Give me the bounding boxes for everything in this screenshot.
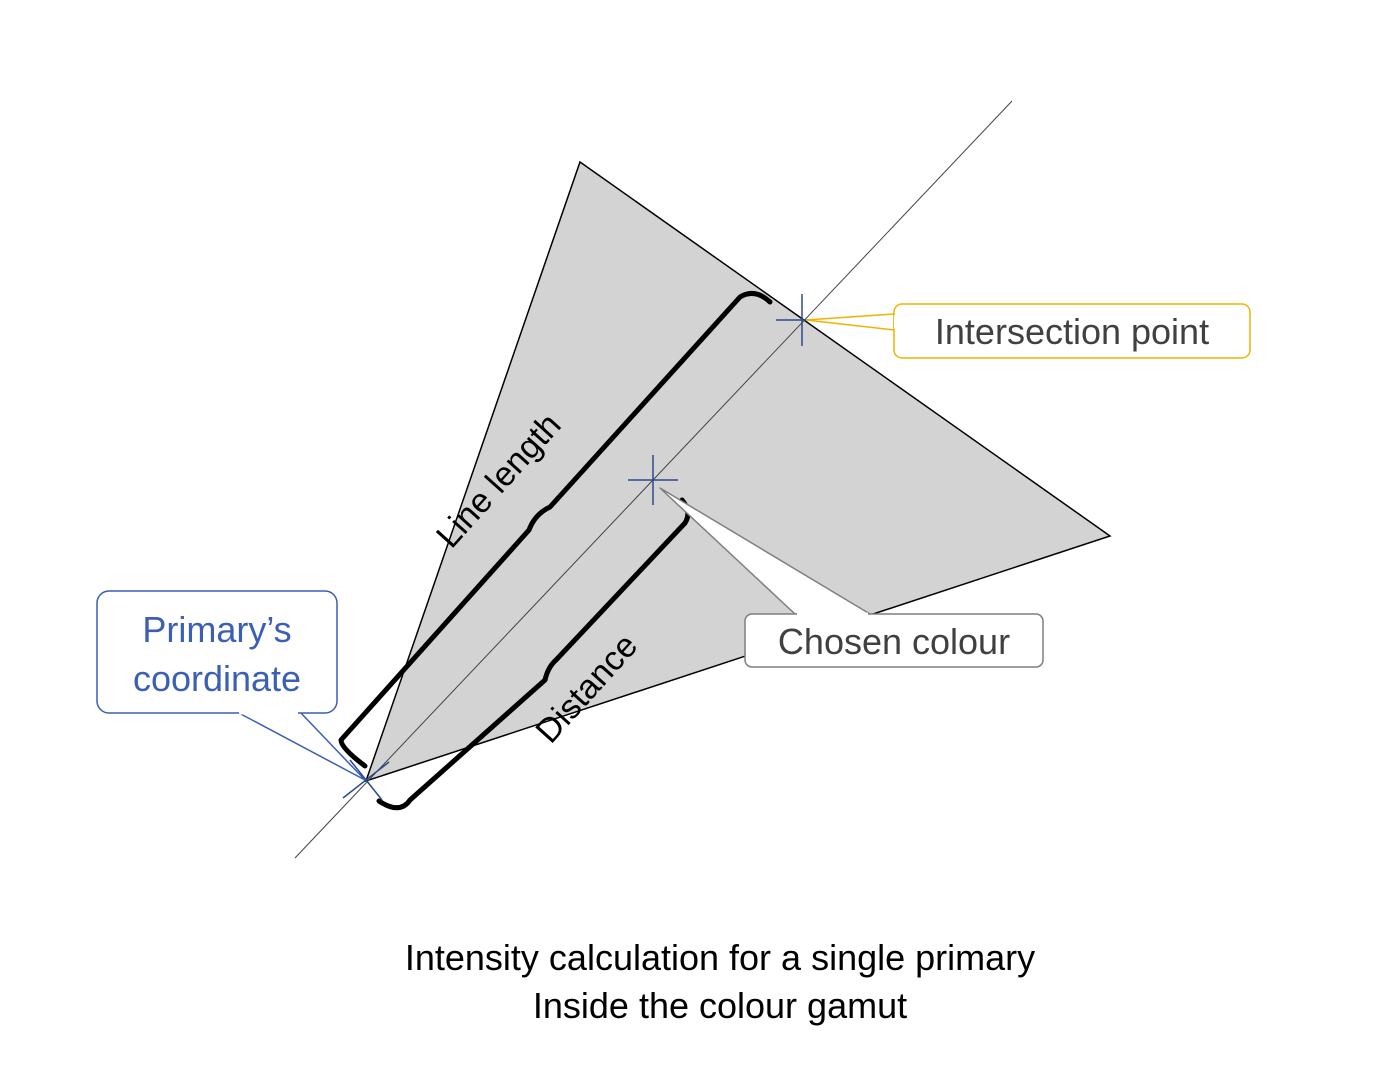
- intersection-point-callout: Intersection point: [805, 303, 1251, 359]
- primary-coordinate-callout-line1: Primary’s: [142, 609, 291, 650]
- chosen-colour-callout-text: Chosen colour: [778, 621, 1010, 662]
- primary-coordinate-marker: [342, 759, 390, 801]
- chosen-colour-callout: Chosen colour: [659, 487, 1044, 668]
- intersection-point-callout-text: Intersection point: [935, 311, 1209, 352]
- chosen-colour-marker: [628, 455, 678, 505]
- primary-coordinate-callout-line2: coordinate: [133, 658, 301, 699]
- line-length-bracket: [338, 290, 773, 769]
- primary-coordinate-callout: Primary’s coordinate: [96, 590, 366, 781]
- caption-line-1: Intensity calculation for a single prima…: [405, 937, 1035, 978]
- colour-gamut-triangle: [364, 160, 1112, 783]
- caption-line-2: Inside the colour gamut: [533, 985, 907, 1026]
